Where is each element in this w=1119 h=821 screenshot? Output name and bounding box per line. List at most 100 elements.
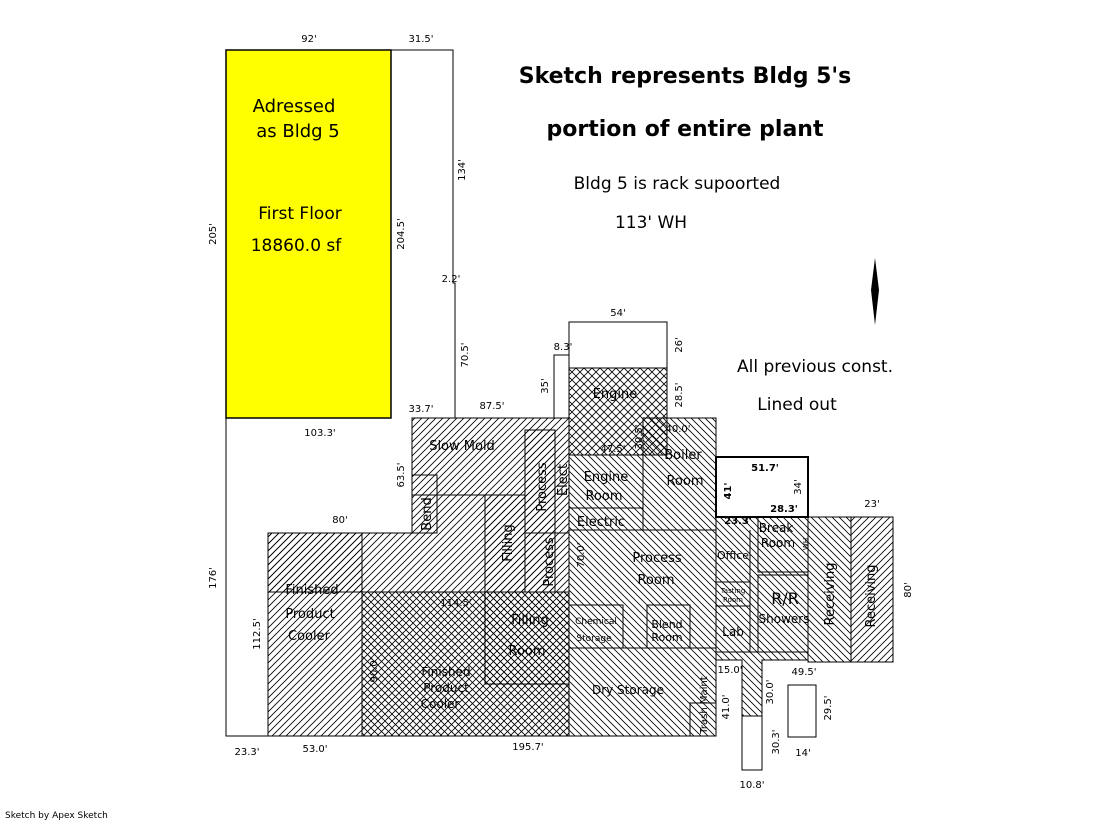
rooms-engine-room-1-label: Room — [585, 489, 622, 504]
dimensions-d53-label: 53.0' — [302, 744, 327, 755]
dimensions-d92-label: 92' — [301, 34, 316, 45]
dimensions-d8-3-label: 8.3' — [554, 342, 573, 353]
dimensions-d90-label: 90.0' — [369, 657, 380, 682]
rooms-chemical-0-label: Chemical — [575, 617, 617, 627]
floor-label: First Floor — [258, 204, 341, 224]
rooms-finished-left-0-label: Finished — [285, 583, 338, 598]
boiler-room — [642, 417, 717, 531]
rooms-trash-label: Trash Maint — [699, 676, 710, 734]
note-wh: 113' WH — [615, 213, 687, 233]
rooms-process-v1-label: Process — [535, 462, 550, 512]
rooms-blend-0-label: Blend — [651, 618, 682, 631]
dimensions-d70-5-label: 70.5' — [460, 342, 471, 367]
bend — [411, 474, 438, 534]
dimensions-d28-5-label: 28.5' — [674, 382, 685, 407]
shaft-8-3 — [553, 354, 570, 419]
dimensions-d80a-label: 80' — [332, 515, 347, 526]
rooms-wh-label: WH — [802, 538, 810, 550]
dimensions-d47-5-label: 47.5' — [600, 444, 625, 455]
rooms-boiler-0-label: Boiler — [664, 448, 702, 463]
dimensions-d49-5-label: 49.5' — [791, 667, 816, 678]
note-rack: Bldg 5 is rack supoorted — [574, 174, 781, 194]
note-lined-out: Lined out — [757, 395, 837, 415]
bldg5-label-2: as Bldg 5 — [256, 121, 340, 142]
bldg5-label-1: Adressed — [253, 96, 336, 117]
dimension-labels: 92' 31.5' 205' 204.5' 134' 2.2' 70.5' 33… — [5, 34, 914, 821]
box-10-8 — [741, 715, 763, 771]
title-line-2: portion of entire plant — [547, 117, 824, 142]
rooms-blend-1-label: Room — [651, 631, 682, 644]
dimensions-d70-label: 70.0' — [576, 542, 587, 567]
room-labels: Slow Mold Bend Filling Process Process E… — [285, 387, 879, 735]
box-54 — [568, 321, 668, 369]
dimensions-d26-label: 26' — [674, 337, 685, 352]
plan-shape — [225, 49, 894, 771]
plan-shape: Sketch represents Bldg 5's portion of en… — [251, 64, 893, 415]
rooms-engine-room-0-label: Engine — [584, 470, 629, 485]
rooms-receiving2-label: Receiving — [864, 564, 879, 627]
dimensions-d30-0-label: 30.0' — [765, 679, 776, 704]
dimensions-d204-5-label: 204.5' — [396, 218, 407, 249]
dimensions-d41-label: 41' — [723, 483, 734, 500]
dimensions-d40-label: 40.0' — [665, 424, 690, 435]
rooms-office-label: Office — [717, 549, 749, 562]
dimensions-d10-8-label: 10.8' — [739, 780, 764, 791]
dimensions-d23-3b-label: 23.3' — [234, 747, 259, 758]
outline-right-of-bldg5 — [391, 49, 456, 418]
dimensions-d30-5-label: 30.5' — [634, 424, 645, 449]
chemical-storage — [568, 604, 624, 649]
trash-maint — [689, 702, 717, 737]
box-14 — [787, 684, 817, 738]
receiving-1 — [807, 516, 852, 663]
rooms-process-room-1-label: Room — [637, 573, 674, 588]
rooms-bend-label: Bend — [420, 497, 435, 530]
dimensions-d176-label: 176' — [208, 567, 219, 589]
dimensions-d30-3-label: 30.3' — [771, 729, 782, 754]
rooms-receiving1-label: Receiving — [823, 562, 838, 625]
dimensions-d134-label: 134' — [457, 159, 468, 181]
engine-room — [568, 454, 644, 531]
filling-room — [484, 591, 570, 685]
receiving-2 — [850, 516, 894, 663]
outline-left-wing — [225, 418, 268, 737]
blend-room — [646, 604, 691, 649]
dimensions-d205-label: 205' — [208, 223, 219, 245]
rooms-break-0-label: Break — [759, 521, 794, 535]
process-v — [524, 429, 556, 593]
dimensions-d23-3-label: 23.3' — [724, 516, 752, 527]
note-previous: All previous const. — [737, 357, 893, 377]
rooms-electric-label: Electric — [577, 515, 625, 530]
process-room — [568, 529, 717, 737]
finished-cooler-left — [267, 532, 363, 737]
dimensions-d103-3-label: 103.3' — [304, 428, 335, 439]
rooms-finished-left-2-label: Cooler — [288, 629, 331, 644]
rooms-rr-label: R/R — [771, 589, 799, 608]
rooms-filling-room-1-label: Room — [508, 644, 545, 659]
rooms-finished-main-1-label: Product — [423, 681, 469, 695]
bldg5-yellow-area — [225, 49, 392, 419]
white-box-51-7 — [715, 456, 809, 518]
dimensions-d112-5-label: 112.5' — [252, 618, 263, 649]
rooms-engine-label: Engine — [593, 387, 638, 402]
rooms-filling-room-0-label: Filling — [511, 613, 548, 628]
dimensions-d195-7-label: 195.7' — [512, 742, 543, 753]
rooms-slow-mold-label: Slow Mold — [429, 439, 495, 454]
dimensions-d80b-label: 80' — [903, 582, 914, 597]
dimensions-d35-label: 35' — [540, 378, 551, 393]
rooms-finished-main-2-label: Cooler — [421, 697, 460, 711]
rooms-break-1-label: Room — [761, 536, 795, 550]
rooms-elect-label: Elect — [556, 464, 571, 496]
rooms-process-room-0-label: Process — [632, 551, 682, 566]
rooms-dry-storage-label: Dry Storage — [592, 683, 664, 697]
rooms-tasting-0-label: Tasting — [720, 587, 746, 595]
rooms-boiler-1-label: Room — [666, 474, 703, 489]
dimensions-d41-0-label: 41.0' — [721, 694, 732, 719]
dimensions-d14-label: 14' — [795, 748, 810, 759]
dimensions-d34-label: 34' — [793, 479, 804, 494]
rooms-tasting-1-label: Room — [723, 596, 743, 604]
rooms-showers-label: Showers — [759, 612, 810, 626]
footer-credit: Sketch by Apex Sketch — [5, 811, 108, 821]
rooms-chemical-1-label: Storage — [576, 634, 612, 644]
plan-shape — [871, 258, 879, 325]
